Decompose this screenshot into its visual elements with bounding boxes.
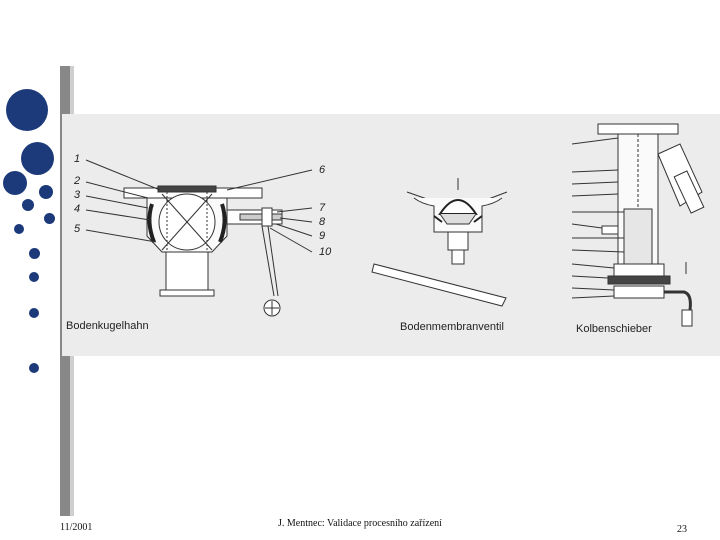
caption-diaphragm-valve: Bodenmembranventil [400, 321, 504, 333]
callout-6: 6 [319, 164, 326, 176]
dot [6, 89, 48, 131]
caption-ball-valve: Bodenkugelhahn [66, 320, 149, 332]
valve-drawings-figure: 1 2 3 4 5 6 7 8 9 10 [62, 114, 720, 356]
diaphragm-valve-drawing [371, 178, 508, 307]
callout-10: 10 [319, 246, 332, 258]
dot [22, 199, 34, 211]
ball-valve-drawing [85, 159, 313, 317]
dot [29, 272, 39, 282]
ball-valve-callouts: 1 2 3 4 5 6 7 8 9 10 [73, 153, 332, 258]
footer-page-number: 23 [677, 524, 687, 535]
piston-valve-drawing [571, 123, 705, 327]
technical-drawing: 1 2 3 4 5 6 7 8 9 10 [66, 123, 705, 335]
dot [29, 308, 39, 318]
dot [14, 224, 24, 234]
dot [39, 185, 53, 199]
callout-3: 3 [74, 189, 81, 201]
callout-9: 9 [319, 230, 325, 242]
dot [21, 142, 54, 175]
dot [29, 363, 39, 373]
footer-date: 11/2001 [60, 522, 93, 533]
dot [44, 213, 55, 224]
caption-piston-valve: Kolbenschieber [576, 323, 652, 335]
callout-2: 2 [73, 175, 80, 187]
callout-1: 1 [74, 153, 80, 165]
callout-7: 7 [319, 202, 326, 214]
dot [29, 248, 40, 259]
dot [3, 171, 27, 195]
footer-title: J. Mentnec: Validace procesního zařízení [278, 518, 442, 529]
callout-4: 4 [74, 203, 80, 215]
callout-8: 8 [319, 216, 326, 228]
callout-5: 5 [74, 223, 81, 235]
